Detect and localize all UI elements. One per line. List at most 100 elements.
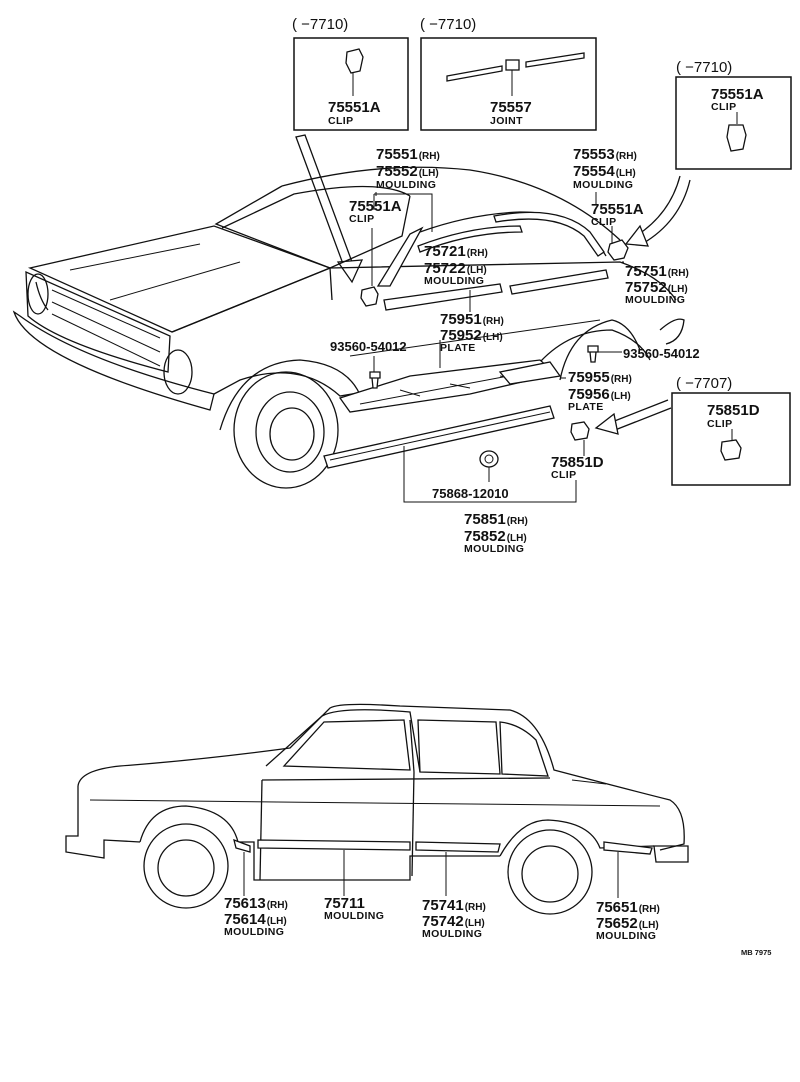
part-name: MOULDING bbox=[596, 930, 656, 942]
screw-right bbox=[587, 345, 599, 363]
svg-text:75552(LH): 75552(LH) bbox=[376, 163, 439, 180]
part-number-rh: 75851 bbox=[464, 511, 506, 528]
part-number-lh: 75652 bbox=[596, 915, 638, 932]
clip-part-icon bbox=[726, 124, 747, 152]
part-name: MOULDING bbox=[625, 294, 685, 306]
svg-text:75956(LH): 75956(LH) bbox=[568, 386, 631, 403]
lh-suffix: (LH) bbox=[611, 391, 631, 402]
part-name: PLATE bbox=[568, 401, 604, 413]
rh-suffix: (RH) bbox=[616, 151, 637, 162]
screw-left bbox=[369, 371, 381, 389]
part-number: 93560-54012 bbox=[623, 346, 700, 361]
labels-lower: 75613(RH) 75614 (LH) MOULDING 75711 MOULD… bbox=[224, 895, 660, 942]
part-name: MOULDING bbox=[464, 543, 524, 555]
svg-text:75722(LH): 75722(LH) bbox=[424, 260, 487, 277]
part-number-lh: 75956 bbox=[568, 386, 610, 403]
svg-text:75651(RH): 75651(RH) bbox=[596, 899, 660, 916]
part-number-lh: 75554 bbox=[573, 163, 615, 180]
part-number-rh: 75721 bbox=[424, 243, 466, 260]
part-number-lh: 75742 bbox=[422, 913, 464, 930]
svg-text:75751(RH): 75751(RH) bbox=[625, 263, 689, 280]
part-name: JOINT bbox=[490, 115, 523, 127]
part-number: 75551A bbox=[328, 99, 381, 116]
lh-suffix: (LH) bbox=[467, 265, 487, 276]
clip-75551a-right bbox=[607, 239, 629, 261]
part-number: 75557 bbox=[490, 99, 532, 116]
belt-moulding-rear bbox=[509, 269, 609, 295]
part-number-lh: 75752 bbox=[625, 279, 667, 296]
part-number: 75551A bbox=[349, 198, 402, 215]
callout-box-clip-1: ( −7710) 75551A CLIP bbox=[292, 16, 409, 131]
part-name: MOULDING bbox=[424, 275, 484, 287]
lh-suffix: (LH) bbox=[483, 332, 503, 343]
part-name: MOULDING bbox=[573, 179, 633, 191]
part-name: MOULDING bbox=[224, 926, 284, 938]
range-label: ( −7707) bbox=[676, 375, 732, 392]
part-number-lh: 75852 bbox=[464, 528, 506, 545]
rh-suffix: (RH) bbox=[611, 374, 632, 385]
leader-lines-upper bbox=[371, 192, 624, 503]
part-number-lh: 75952 bbox=[440, 327, 482, 344]
svg-text:75613(RH): 75613(RH) bbox=[224, 895, 288, 912]
part-number-rh: 75955 bbox=[568, 369, 610, 386]
joint-part-icon bbox=[505, 59, 520, 71]
svg-text:75551(RH): 75551(RH) bbox=[376, 146, 440, 163]
rh-suffix: (RH) bbox=[419, 151, 440, 162]
front-fender-moulding bbox=[233, 838, 251, 853]
leader-lines-lower bbox=[243, 850, 619, 898]
roof-moulding bbox=[493, 211, 605, 257]
clip-part-icon bbox=[720, 439, 742, 461]
part-number-rh: 75741 bbox=[422, 897, 464, 914]
part-number-lh: 75722 bbox=[424, 260, 466, 277]
clip-75851d bbox=[570, 421, 590, 441]
rh-suffix: (RH) bbox=[639, 904, 660, 915]
svg-text:75741(RH): 75741(RH) bbox=[422, 897, 486, 914]
grommet bbox=[479, 450, 499, 468]
lh-suffix: (LH) bbox=[639, 920, 659, 931]
part-name: CLIP bbox=[707, 418, 733, 430]
part-number-rh: 75651 bbox=[596, 899, 638, 916]
svg-text:75952(LH): 75952(LH) bbox=[440, 327, 503, 344]
svg-text:75852(LH): 75852(LH) bbox=[464, 528, 527, 545]
range-label: ( −7710) bbox=[676, 59, 732, 76]
rh-suffix: (RH) bbox=[483, 316, 504, 327]
rh-suffix: (RH) bbox=[465, 902, 486, 913]
part-name: CLIP bbox=[349, 213, 375, 225]
svg-text:75553(RH): 75553(RH) bbox=[573, 146, 637, 163]
part-name: MOULDING bbox=[422, 928, 482, 940]
part-number-lh: 75614 bbox=[224, 911, 266, 928]
part-name: CLIP bbox=[711, 101, 737, 113]
part-number: 75551A bbox=[711, 86, 764, 103]
clip-part-icon bbox=[345, 48, 364, 74]
part-number: 75851D bbox=[707, 402, 760, 419]
lower-car-mouldings bbox=[233, 838, 653, 855]
front-door-moulding bbox=[257, 839, 411, 851]
pillar-moulding bbox=[376, 226, 424, 287]
figure-code: MB 7975 bbox=[741, 948, 771, 957]
rh-suffix: (RH) bbox=[267, 900, 288, 911]
range-label: ( −7710) bbox=[420, 16, 476, 33]
part-name: PLATE bbox=[440, 342, 476, 354]
rh-suffix: (RH) bbox=[507, 516, 528, 527]
part-number: 93560-54012 bbox=[330, 339, 407, 354]
rear-door-moulding bbox=[415, 841, 501, 853]
part-name: MOULDING bbox=[324, 910, 384, 922]
svg-text:75721(RH): 75721(RH) bbox=[424, 243, 488, 260]
lh-suffix: (LH) bbox=[507, 533, 527, 544]
part-number-rh: 75751 bbox=[625, 263, 667, 280]
svg-text:75951(RH): 75951(RH) bbox=[440, 311, 504, 328]
part-name: CLIP bbox=[551, 469, 577, 481]
part-name: CLIP bbox=[328, 115, 354, 127]
callout-box-joint: ( −7710) 75557 JOINT bbox=[420, 16, 597, 131]
labels-upper: 75551(RH) 75552(LH) MOULDING 75553(RH) 7… bbox=[330, 146, 700, 555]
part-number-lh: 75552 bbox=[376, 163, 418, 180]
rh-suffix: (RH) bbox=[668, 268, 689, 279]
clip-75551a-left bbox=[360, 286, 379, 307]
svg-text:75652(LH): 75652(LH) bbox=[596, 915, 659, 932]
part-number: 75711 bbox=[324, 895, 365, 912]
lh-suffix: (LH) bbox=[419, 168, 439, 179]
range-label: ( −7710) bbox=[292, 16, 348, 33]
car-front-three-quarter-view bbox=[12, 166, 685, 489]
svg-text:75955(RH): 75955(RH) bbox=[568, 369, 632, 386]
